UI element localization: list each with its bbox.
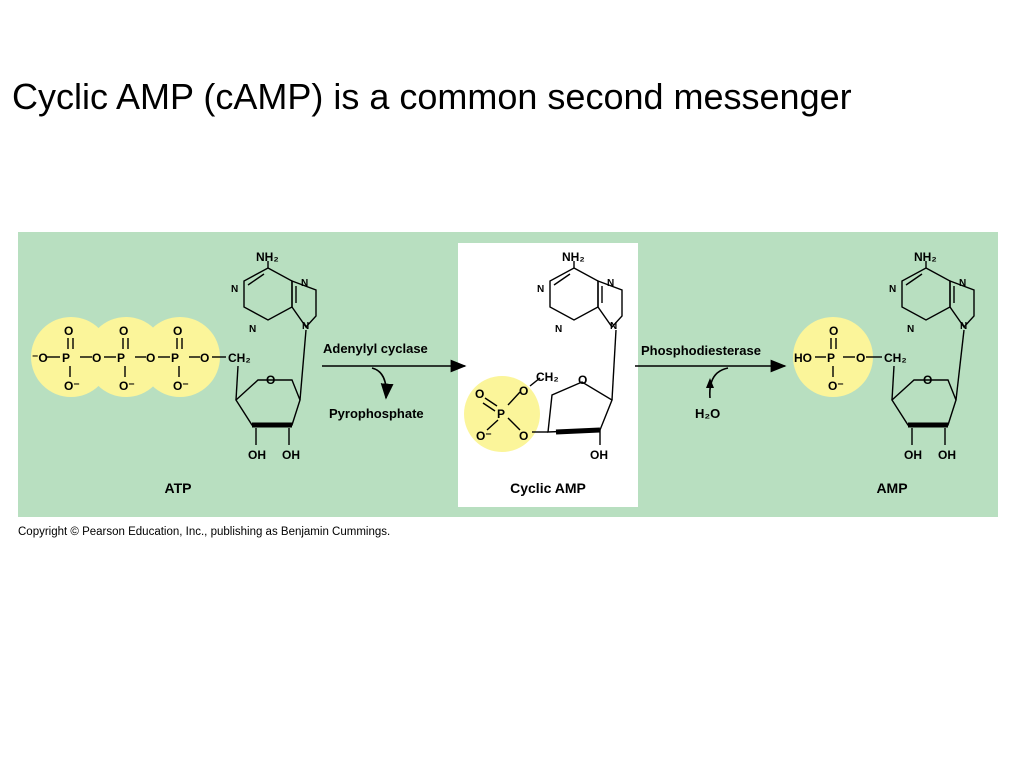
atp-p-beta: P bbox=[117, 351, 125, 365]
atp-o: O bbox=[200, 351, 209, 365]
atp-nh2: NH₂ bbox=[256, 250, 279, 264]
atp-oh: OH bbox=[282, 448, 300, 462]
amp-o-minus: O⁻ bbox=[828, 379, 844, 393]
adenylyl-cyclase-label: Adenylyl cyclase bbox=[323, 341, 428, 356]
camp-o-minus: O⁻ bbox=[476, 429, 492, 443]
camp-phosphate-highlight bbox=[464, 376, 540, 452]
amp-n: N bbox=[959, 278, 966, 289]
atp-o-minus: O⁻ bbox=[119, 379, 135, 393]
amp-phosphate-highlight bbox=[793, 317, 873, 397]
atp-o: O bbox=[92, 351, 101, 365]
amp-p: P bbox=[827, 351, 835, 365]
camp-p: P bbox=[497, 407, 505, 421]
atp-ring-o: O bbox=[266, 373, 275, 387]
atp-molecule: ⁻O P O O⁻ O P O O⁻ O P O O⁻ O CH₂ O OH O… bbox=[31, 250, 317, 496]
atp-o-minus: O⁻ bbox=[173, 379, 189, 393]
water-label: H₂O bbox=[695, 406, 720, 421]
cyclic-amp-label: Cyclic AMP bbox=[510, 480, 586, 496]
amp-oh: OH bbox=[938, 448, 956, 462]
cyclic-amp-box bbox=[458, 243, 638, 507]
pyrophosphate-release-arrow bbox=[371, 367, 394, 400]
atp-ch2: CH₂ bbox=[228, 351, 251, 365]
atp-n: N bbox=[249, 324, 256, 335]
amp-label: AMP bbox=[876, 480, 907, 496]
amp-molecule: HO P O O⁻ O CH₂ O OH OH NH₂ N N N N AMP bbox=[793, 250, 975, 496]
camp-n: N bbox=[607, 278, 614, 289]
camp-n: N bbox=[610, 321, 617, 332]
atp-o-minus: O⁻ bbox=[64, 379, 80, 393]
copyright-notice: Copyright © Pearson Education, Inc., pub… bbox=[18, 526, 391, 538]
amp-nh2: NH₂ bbox=[914, 250, 937, 264]
atp-p-alpha: P bbox=[62, 351, 70, 365]
atp-o: O bbox=[64, 324, 73, 338]
amp-o: O bbox=[829, 324, 838, 338]
amp-o: O bbox=[856, 351, 865, 365]
camp-o: O bbox=[519, 384, 528, 398]
amp-ho: HO bbox=[794, 351, 812, 365]
amp-ring-o: O bbox=[923, 373, 932, 387]
amp-n: N bbox=[960, 321, 967, 332]
pyrophosphate-label: Pyrophosphate bbox=[329, 406, 424, 421]
water-input-arrow bbox=[709, 367, 729, 399]
atp-p-gamma: P bbox=[171, 351, 179, 365]
atp-o: O bbox=[119, 324, 128, 338]
camp-o: O bbox=[475, 387, 484, 401]
camp-oh: OH bbox=[590, 448, 608, 462]
camp-o: O bbox=[519, 429, 528, 443]
atp-o: O bbox=[173, 324, 182, 338]
camp-ring-o: O bbox=[578, 373, 587, 387]
atp-n: N bbox=[301, 278, 308, 289]
camp-nh2: NH₂ bbox=[562, 250, 585, 264]
water-arrowhead bbox=[706, 378, 714, 388]
cyclic-amp-molecule: P O O⁻ O O CH₂ O OH NH₂ N N N N Cyclic A… bbox=[464, 250, 623, 496]
amp-ch2: CH₂ bbox=[884, 351, 907, 365]
atp-n: N bbox=[302, 321, 309, 332]
amp-n: N bbox=[889, 284, 896, 295]
atp-label: ATP bbox=[165, 480, 192, 496]
amp-n: N bbox=[907, 324, 914, 335]
phosphodiesterase-step: Phosphodiesterase H₂O bbox=[635, 343, 787, 421]
camp-n: N bbox=[537, 284, 544, 295]
atp-o: O bbox=[146, 351, 155, 365]
slide-title: Cyclic AMP (cAMP) is a common second mes… bbox=[12, 76, 852, 117]
atp-n: N bbox=[231, 284, 238, 295]
camp-ch2: CH₂ bbox=[536, 370, 559, 384]
atp-oh: OH bbox=[248, 448, 266, 462]
phosphodiesterase-label: Phosphodiesterase bbox=[641, 343, 761, 358]
camp-n: N bbox=[555, 324, 562, 335]
adenylyl-cyclase-step: Adenylyl cyclase Pyrophosphate bbox=[322, 341, 467, 421]
atp-o-minus: ⁻O bbox=[32, 351, 48, 365]
atp-phosphate-highlight-3 bbox=[140, 317, 220, 397]
amp-oh: OH bbox=[904, 448, 922, 462]
atp-phosphate-highlight-1 bbox=[31, 317, 111, 397]
